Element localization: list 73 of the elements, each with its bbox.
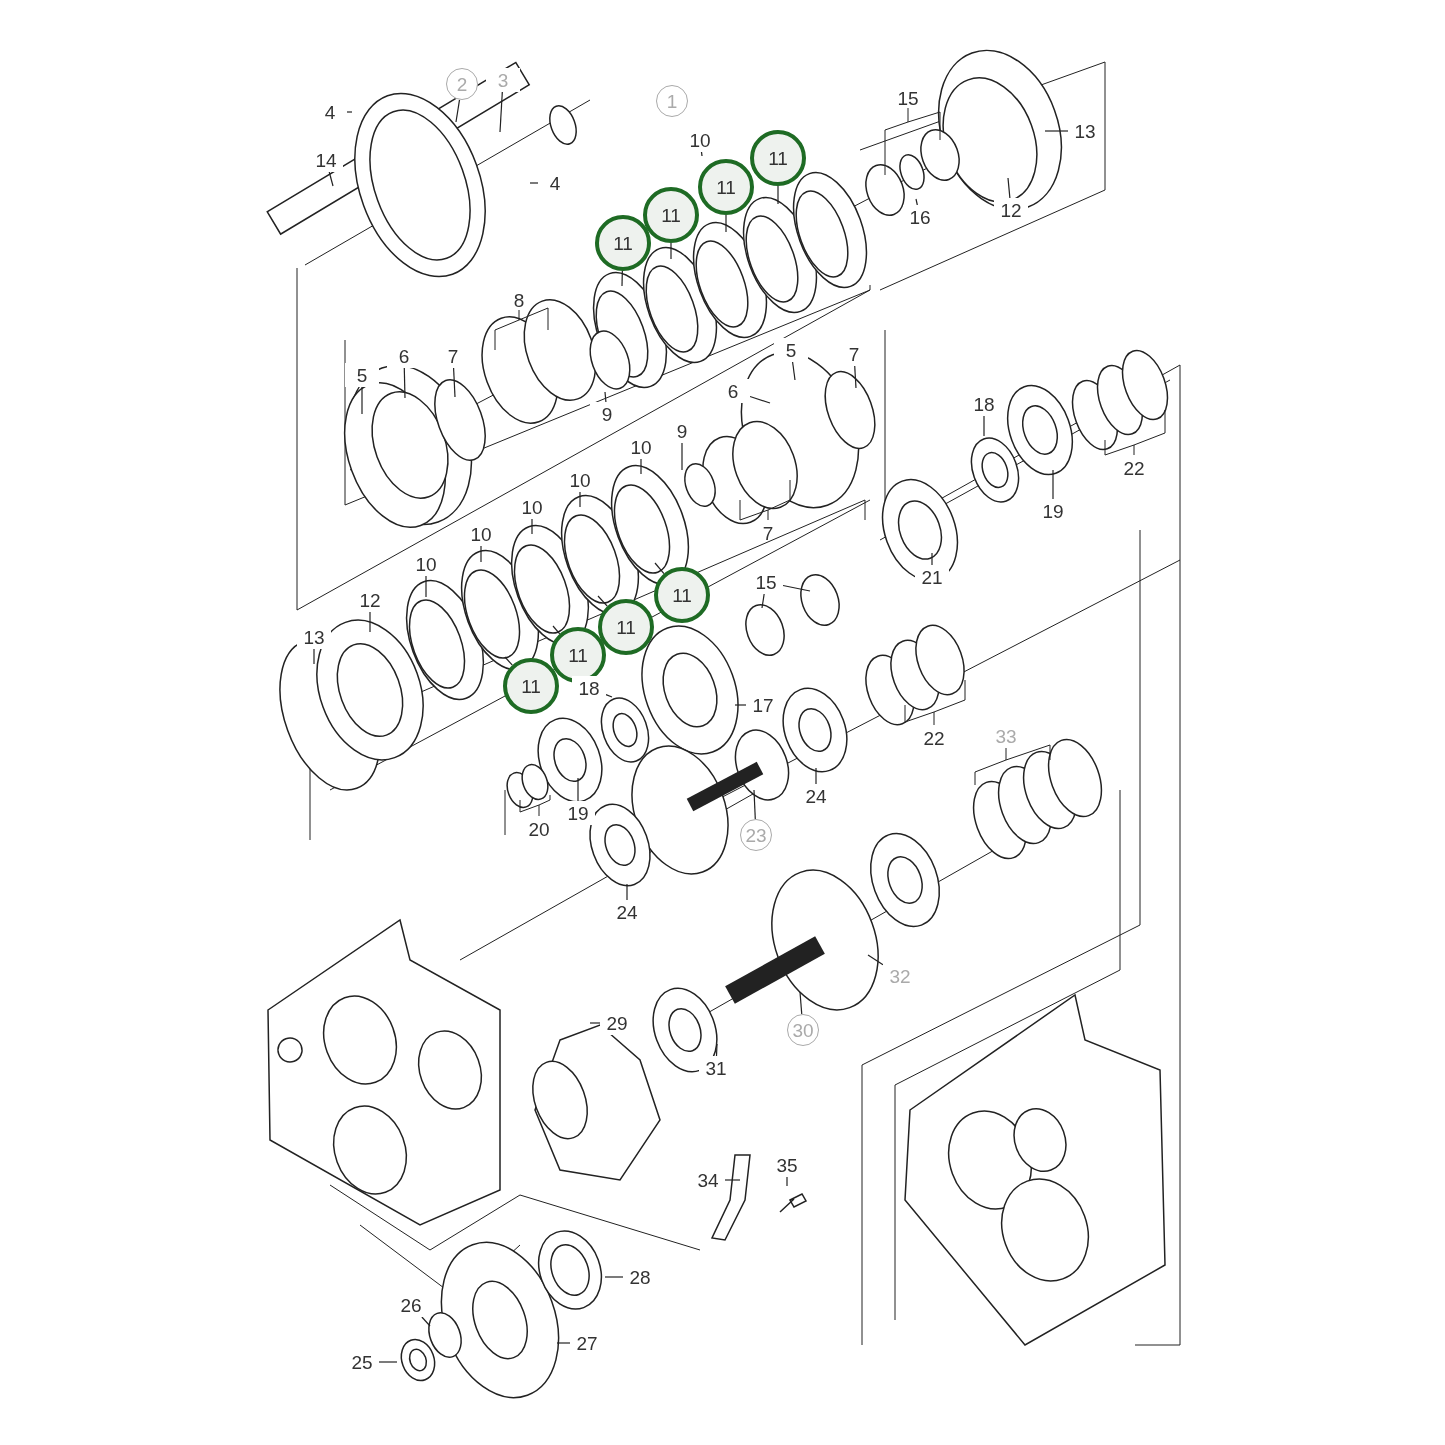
leader-line [621,270,623,287]
leader-line [480,545,482,563]
leader-line [455,99,461,123]
leader-line [654,562,665,575]
callout-number: 11 [643,187,699,243]
callout-number: 20 [527,817,551,841]
leader-line [681,442,683,471]
callout-number: 11 [654,567,710,623]
leader-line [504,656,513,666]
leader-line [403,367,406,399]
callout-number: 22 [922,726,946,750]
callout-number: 5 [345,363,379,387]
leader-line [313,648,315,665]
leader-line [529,182,539,184]
leader-line [670,242,672,260]
leader-line [361,386,363,415]
callout-number: 2 [446,68,478,100]
callout-number: 22 [1122,456,1146,480]
leader-line [552,625,561,635]
callout-number: 30 [787,1014,819,1046]
leader-line [499,91,503,133]
leader-line [734,704,747,706]
leader-line [867,954,884,966]
leader-line [753,789,756,820]
callout-number: 23 [740,819,772,851]
leader-line [604,1276,624,1278]
leader-line [761,593,765,609]
leader-line [725,214,727,233]
leader-line [378,1361,398,1363]
leader-line [715,1043,718,1057]
leader-line [854,365,857,389]
callout-number: 3 [486,68,520,92]
leader-line [1007,177,1011,199]
leader-line [597,595,608,607]
callout-number: 7 [761,521,775,545]
callout-number: 8 [512,288,526,312]
leader-line [589,1022,601,1024]
leader-line [421,1316,431,1327]
callout-number: 11 [503,658,559,714]
leader-line [605,694,613,698]
leader-line [983,415,985,437]
leader-line [369,611,371,633]
leader-line [724,1179,741,1181]
leader-line [556,1342,571,1344]
leader-line [346,111,353,113]
callout-number: 15 [896,86,920,110]
leader-line [782,584,811,592]
leader-line [1044,130,1069,132]
callout-number: 11 [750,130,806,186]
callout-number: 11 [698,159,754,215]
leader-line [792,361,796,381]
leader-line [799,991,803,1015]
callout-number: 1 [656,85,688,117]
leader-line [777,185,779,205]
leader-line [700,151,703,157]
leader-line [915,198,918,206]
leader-line [640,458,642,475]
leader-line [531,518,533,535]
callout-number: 11 [595,215,651,271]
leader-line [425,575,427,598]
leader-line [931,552,933,566]
leader-line [577,777,579,802]
leader-line [579,491,581,508]
leader-line [453,367,456,398]
leader-line [815,767,817,785]
leader-line [328,171,334,187]
leader-line [786,1176,788,1187]
leader-line [604,391,607,403]
leader-line [1052,469,1054,500]
leader-line [626,883,628,901]
callout-number: 33 [994,724,1018,748]
callout-number: 5 [774,338,808,362]
leader-line [749,395,771,404]
